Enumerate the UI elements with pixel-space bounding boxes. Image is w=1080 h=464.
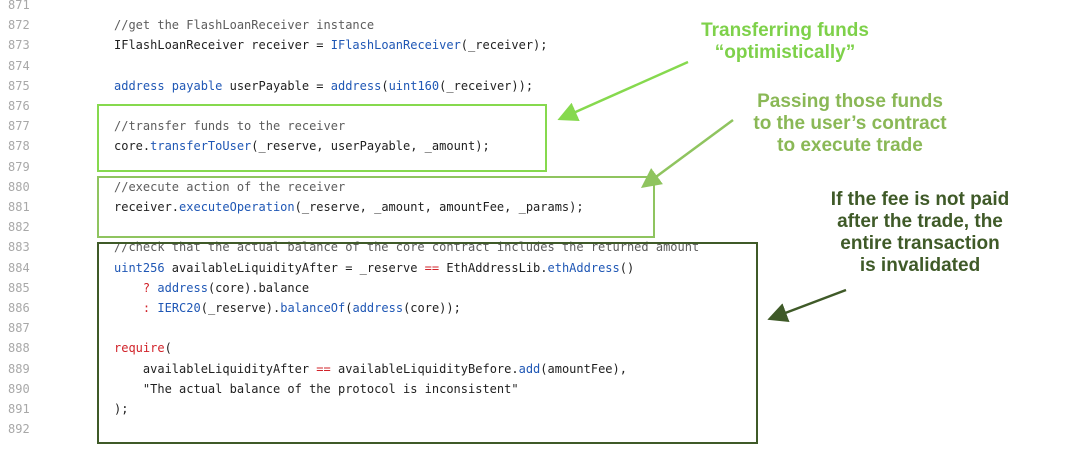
code-text: availableLiquidityAfter == availableLiqu…	[114, 359, 627, 379]
code-token: (_reserve).	[200, 301, 281, 315]
code-token: add	[518, 361, 541, 376]
code-text: uint256 availableLiquidityAfter = _reser…	[114, 258, 634, 278]
code-token: require	[114, 341, 165, 356]
code-token: );	[114, 402, 129, 416]
highlight-execute-box	[97, 176, 655, 238]
arrow-to-execute-box	[640, 118, 734, 188]
code-token: //get the FlashLoanReceiver instance	[114, 18, 375, 33]
code-token: availableLiquidityBefore.	[330, 361, 519, 376]
line-number: 887	[8, 321, 30, 336]
line-number: 891	[8, 402, 30, 416]
annotation-line: after the trade, the	[837, 211, 1003, 232]
code-token: availableLiquidityAfter	[114, 361, 317, 376]
code-token: (_receiver);	[460, 38, 548, 53]
annotation-fee-invalidated: If the fee is not paid after the trade, …	[785, 189, 1055, 277]
code-token: (core).balance	[207, 280, 310, 295]
line-number: 889	[8, 361, 30, 376]
line-number: 879	[8, 159, 30, 174]
code-token: availableLiquidityAfter = _reserve	[164, 260, 425, 275]
line-number: 888	[8, 341, 30, 356]
annotation-line: is invalidated	[859, 255, 981, 276]
line-number: 883	[8, 240, 30, 255]
code-text: receiver.executeOperation(_reserve, _amo…	[114, 197, 584, 217]
code-token: ()	[619, 260, 635, 275]
code-text: core.transferToUser(_reserve, userPayabl…	[114, 136, 490, 156]
code-token: IERC20	[157, 301, 201, 315]
code-token: (	[164, 341, 172, 356]
code-token: ==	[316, 361, 331, 376]
code-text: ? address(core).balance	[114, 278, 309, 298]
code-token: (	[345, 301, 353, 315]
line-number: 877	[8, 119, 30, 134]
code-token: address	[330, 78, 382, 93]
code-token: :	[142, 301, 151, 315]
annotation-passing-funds: Passing those funds to the user’s contra…	[700, 91, 1000, 157]
code-token: (_receiver));	[439, 78, 534, 93]
code-token: (core));	[403, 301, 461, 315]
code-token: address payable	[114, 78, 223, 93]
code-token: address	[157, 280, 208, 295]
code-token: IFlashLoanReceiver	[330, 38, 461, 53]
code-text: //get the FlashLoanReceiver instance	[114, 15, 374, 35]
code-text: : IERC20(_reserve).balanceOf(address(cor…	[114, 298, 461, 318]
code-token: receiver.	[114, 200, 180, 214]
code-token: balanceOf	[280, 301, 346, 315]
code-text: require(	[114, 338, 172, 358]
line-number: 885	[8, 280, 30, 295]
line-number: 871	[8, 0, 30, 12]
code-token: (_reserve, userPayable, _amount);	[251, 139, 490, 154]
code-token: ?	[142, 280, 151, 295]
code-token: core.	[114, 139, 151, 154]
annotation-line: entire transaction	[840, 233, 1000, 254]
arrow-to-check-box	[767, 288, 847, 323]
code-token: "The actual balance of the protocol is i…	[114, 381, 519, 396]
line-number: 886	[8, 301, 30, 315]
highlight-check-box	[97, 242, 758, 444]
code-text: address payable userPayable = address(ui…	[114, 76, 533, 96]
arrow-to-transfer-box	[557, 60, 689, 122]
highlight-transfer-box	[97, 104, 547, 172]
line-number: 892	[8, 422, 30, 437]
code-token: transferToUser	[150, 139, 252, 154]
annotation-line: “optimistically”	[714, 42, 856, 63]
line-number: 882	[8, 220, 30, 235]
annotation-transferring-funds: Transferring funds “optimistically”	[650, 20, 920, 64]
code-text: IFlashLoanReceiver receiver = IFlashLoan…	[114, 35, 548, 55]
line-number: 878	[8, 139, 30, 154]
code-text: //transfer funds to the receiver	[114, 116, 345, 136]
code-token: userPayable =	[222, 78, 331, 93]
line-number: 873	[8, 38, 30, 53]
line-number: 874	[8, 58, 30, 73]
code-token: uint256	[114, 260, 165, 275]
code-token: (_reserve, _amount, amountFee, _params);	[294, 200, 584, 214]
code-token: uint160	[388, 78, 440, 93]
code-token: EthAddressLib.	[439, 260, 548, 275]
code-text: //execute action of the receiver	[114, 177, 345, 197]
line-number: 881	[8, 200, 30, 214]
line-number: 875	[8, 78, 30, 93]
code-token: //transfer funds to the receiver	[114, 119, 346, 134]
line-number: 876	[8, 99, 30, 113]
code-text: );	[114, 399, 128, 419]
code-token: ethAddress	[547, 260, 620, 275]
code-token: (	[381, 78, 389, 93]
annotation-line: to execute trade	[777, 135, 923, 156]
annotation-line: Passing those funds	[757, 91, 943, 112]
line-number: 880	[8, 179, 30, 194]
code-token: IFlashLoanReceiver receiver =	[114, 38, 331, 53]
annotation-line: Transferring funds	[701, 20, 869, 41]
code-token: address	[352, 301, 404, 315]
annotation-line: to the user’s contract	[753, 113, 947, 134]
code-token: ==	[424, 260, 440, 275]
code-token: executeOperation	[179, 200, 295, 214]
code-text: "The actual balance of the protocol is i…	[114, 379, 519, 399]
line-number: 890	[8, 381, 30, 396]
line-number: 872	[8, 18, 30, 33]
annotation-line: If the fee is not paid	[830, 189, 1010, 210]
code-token: (amountFee),	[540, 361, 627, 376]
code-token: //execute action of the receiver	[114, 179, 346, 194]
line-number: 884	[8, 260, 30, 275]
